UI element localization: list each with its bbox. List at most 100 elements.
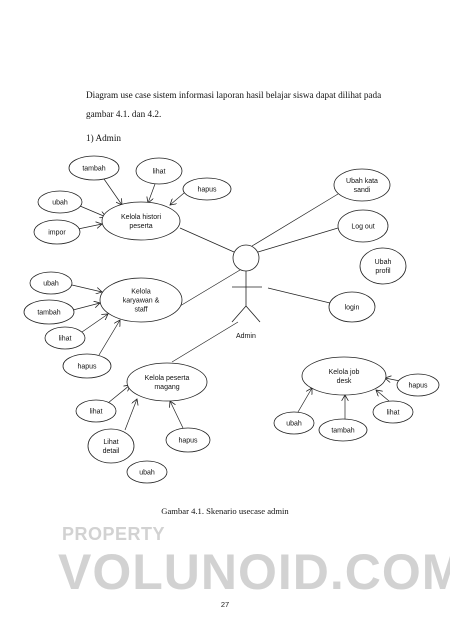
usecase-label: ubah xyxy=(52,200,68,207)
usecase-label: Ubah kata xyxy=(346,178,378,185)
usecase-k-hapus: hapus xyxy=(62,353,112,379)
usecase-login: login xyxy=(328,291,376,323)
usecase-ellipse xyxy=(359,247,407,285)
usecase-h-hapus: hapus xyxy=(182,177,232,201)
usecase-ellipse xyxy=(87,428,135,464)
usecase-ellipse xyxy=(328,291,376,323)
usecase-label: desk xyxy=(337,378,352,385)
usecase-ellipse xyxy=(333,168,391,202)
extend-j-hapus xyxy=(385,378,401,381)
usecase-ellipse xyxy=(126,362,208,402)
usecase-j-ubah: ubah xyxy=(273,411,315,435)
actor-label: Admin xyxy=(236,333,256,340)
extend-h-impor xyxy=(77,224,102,230)
usecase-m-hapus: hapus xyxy=(165,427,211,453)
intro-paragraph: Diagram use case sistem informasi lapora… xyxy=(86,90,382,119)
extend-m-lihat-detail xyxy=(124,399,137,431)
usecase-ellipse xyxy=(372,400,414,424)
usecase-label: ubah xyxy=(286,421,302,428)
usecase-label: tambah xyxy=(82,166,105,173)
extend-k-ubah xyxy=(71,284,102,292)
extend-m-lihat xyxy=(107,385,130,404)
usecase-ellipse xyxy=(165,427,211,453)
usecase-label: lihat xyxy=(387,410,400,417)
usecase-label: lihat xyxy=(90,409,103,416)
usecase-ellipse xyxy=(182,177,232,201)
usecase-label: lihat xyxy=(153,169,166,176)
usecase-label: profil xyxy=(375,268,391,275)
usecase-k-lihat: lihat xyxy=(44,326,86,350)
usecase-label: ubah xyxy=(139,470,155,477)
usecase-h-impor: impor xyxy=(33,219,81,245)
watermark-property: PROPERTY xyxy=(62,524,166,544)
association-login xyxy=(267,287,331,304)
watermark-site: VOLUNOID.COM xyxy=(58,544,450,600)
extend-h-tambah xyxy=(103,178,122,205)
usecase-ellipse xyxy=(301,356,387,396)
usecase-ellipse xyxy=(29,271,73,295)
usecase-label: hapus xyxy=(77,364,97,371)
usecase-ellipse xyxy=(33,219,81,245)
usecase-label: tambah xyxy=(37,310,60,317)
usecase-label: peserta xyxy=(129,223,152,230)
usecase-ellipse xyxy=(37,190,83,214)
association-logout xyxy=(257,227,339,253)
usecase-ellipse xyxy=(101,201,181,241)
usecase-ellipse xyxy=(318,418,368,442)
usecase-label: karyawan & xyxy=(123,298,160,305)
usecase-ellipse xyxy=(337,209,389,243)
extend-m-hapus xyxy=(170,401,184,429)
usecase-label: tambah xyxy=(331,428,354,435)
usecase-histori: Kelola histori peserta xyxy=(101,201,181,241)
usecase-ellipse xyxy=(44,326,86,350)
usecase-h-ubah: ubah xyxy=(37,190,83,214)
usecase-ellipse xyxy=(99,277,183,323)
usecase-label: hapus xyxy=(197,187,217,194)
association-magang xyxy=(171,321,239,363)
usecase-ellipse xyxy=(273,411,315,435)
admin-actor xyxy=(231,244,262,323)
usecase-label: sandi xyxy=(354,187,371,194)
usecase-ubah-sandi: Ubah kata sandi xyxy=(333,168,391,202)
extend-h-hapus xyxy=(170,192,185,205)
usecase-j-tambah: tambah xyxy=(318,418,368,442)
extend-j-lihat xyxy=(376,390,390,402)
usecase-m-lihat: lihat xyxy=(75,399,117,423)
usecase-ellipse xyxy=(126,460,168,484)
usecase-label: hapus xyxy=(178,438,198,445)
extend-k-hapus xyxy=(98,320,120,356)
extend-h-lihat xyxy=(148,183,156,203)
usecase-label: lihat xyxy=(59,336,72,343)
usecase-label: Lihat xyxy=(103,439,118,446)
usecase-m-ubah: ubah xyxy=(126,460,168,484)
usecase-h-lihat: lihat xyxy=(135,157,183,185)
usecase-ubah-profil: Ubah profil xyxy=(359,247,407,285)
usecase-k-ubah: ubah xyxy=(29,271,73,295)
figure-caption: Gambar 4.1. Skenario usecase admin xyxy=(161,506,289,516)
usecase-label: magang xyxy=(154,384,179,391)
usecase-label: Kelola xyxy=(131,289,151,296)
usecase-label: Kelola histori xyxy=(121,214,162,221)
usecase-h-tambah: tambah xyxy=(68,155,120,181)
association-karyawan xyxy=(179,269,241,307)
usecase-ellipse xyxy=(68,155,120,181)
usecase-label: impor xyxy=(48,230,66,237)
usecase-ellipse xyxy=(23,299,75,325)
usecase-ellipse xyxy=(396,373,440,397)
usecase-label: Ubah xyxy=(375,259,392,266)
usecase-label: login xyxy=(345,305,360,312)
extend-k-tambah xyxy=(72,303,100,311)
usecase-label: detail xyxy=(103,448,120,455)
usecase-k-tambah: tambah xyxy=(23,299,75,325)
association-histori xyxy=(179,227,235,253)
usecase-ellipse xyxy=(75,399,117,423)
extend-j-ubah xyxy=(297,388,312,413)
extend-h-ubah xyxy=(79,205,106,217)
extend-k-lihat xyxy=(81,314,108,333)
usecase-ellipse xyxy=(135,157,183,185)
